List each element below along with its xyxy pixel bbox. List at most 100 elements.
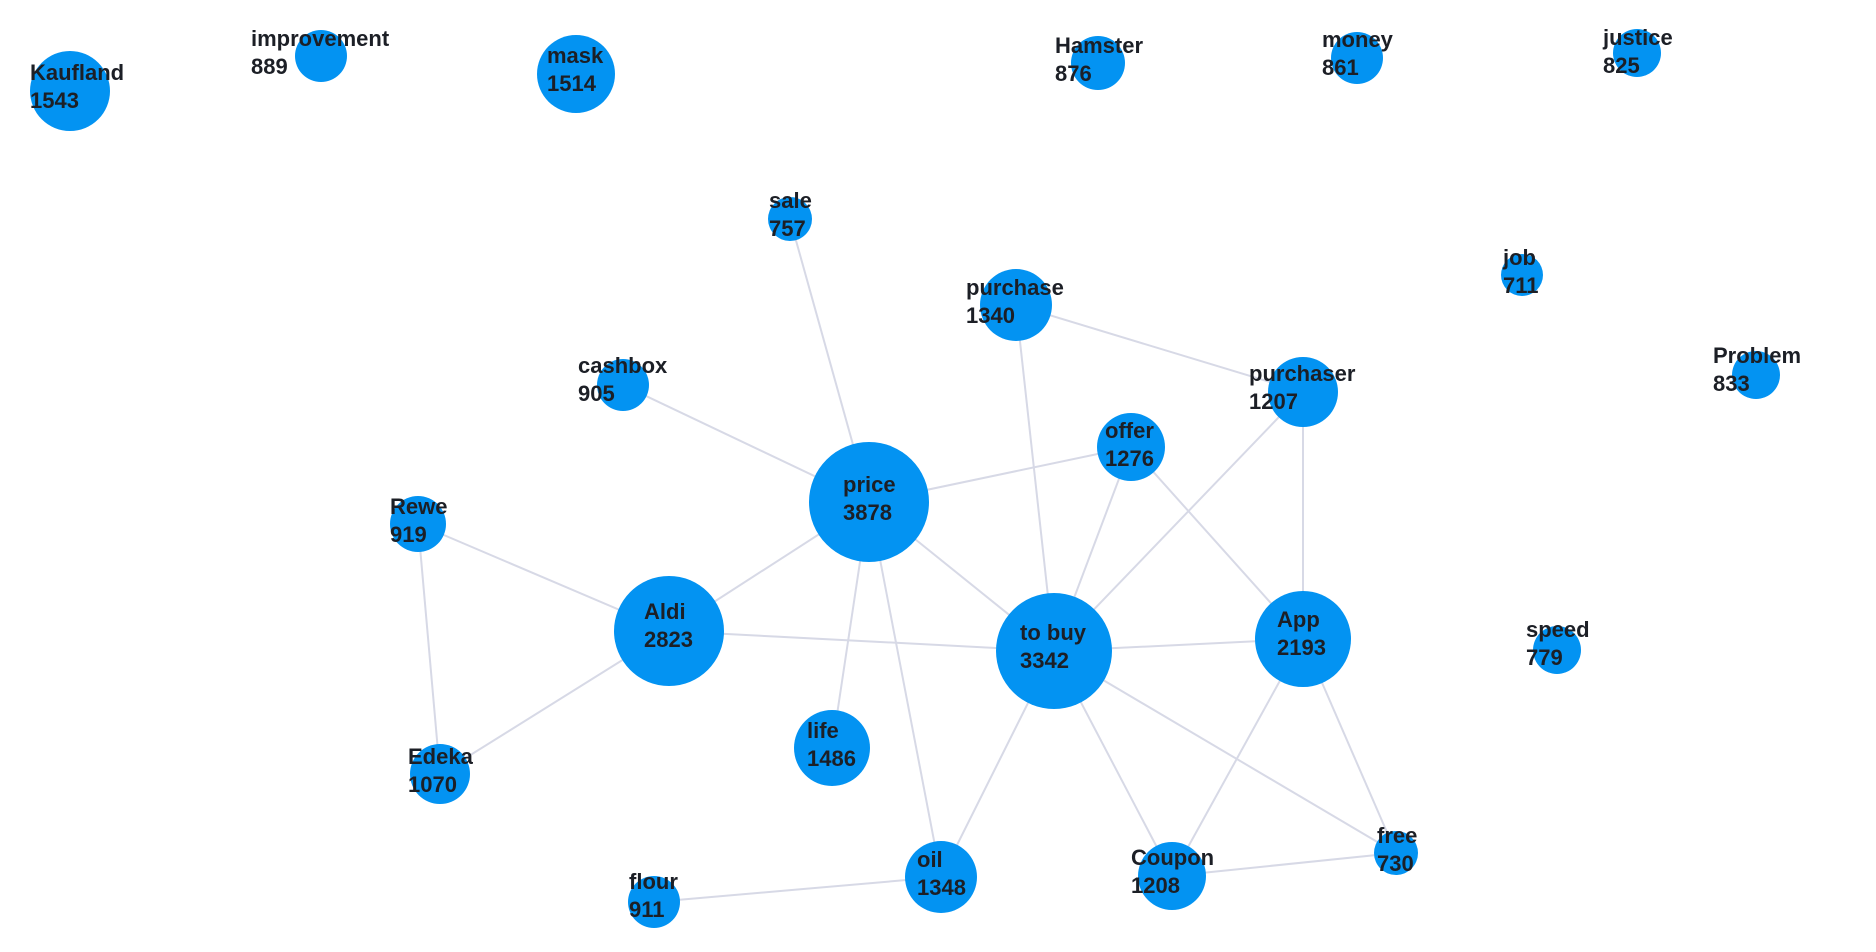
- node-label: justice: [1602, 25, 1673, 50]
- node-value: 757: [769, 216, 806, 241]
- node-value: 1486: [807, 746, 856, 771]
- node-label: cashbox: [578, 353, 668, 378]
- node-value: 1348: [917, 875, 966, 900]
- node-money[interactable]: money 861: [1322, 27, 1394, 84]
- node-value: 876: [1055, 61, 1092, 86]
- node-value: 1208: [1131, 873, 1180, 898]
- node-label: price: [843, 472, 896, 497]
- node-circle[interactable]: [1071, 36, 1125, 90]
- node-value: 730: [1377, 851, 1414, 876]
- node-label: speed: [1526, 617, 1590, 642]
- node-circle[interactable]: [1268, 357, 1338, 427]
- node-cashbox[interactable]: cashbox 905: [578, 353, 668, 411]
- edge-price-oil: [868, 501, 942, 878]
- node-justice[interactable]: justice 825: [1602, 25, 1673, 78]
- node-circle[interactable]: [597, 359, 649, 411]
- node-circle[interactable]: [768, 197, 812, 241]
- node-speed[interactable]: speed 779: [1526, 617, 1590, 674]
- edge-purchase-purchaser: [1015, 304, 1304, 393]
- node-circle[interactable]: [295, 30, 347, 82]
- node-value: 861: [1322, 55, 1359, 80]
- node-problem[interactable]: Problem 833: [1713, 343, 1801, 399]
- node-circle[interactable]: [628, 876, 680, 928]
- node-circle[interactable]: [614, 576, 724, 686]
- node-value: 711: [1503, 273, 1539, 298]
- node-value: 919: [390, 522, 427, 547]
- node-circle[interactable]: [390, 496, 446, 552]
- node-circle[interactable]: [1501, 254, 1543, 296]
- node-label: improvement: [251, 26, 390, 51]
- node-circle[interactable]: [794, 710, 870, 786]
- edges-layer: [417, 218, 1397, 903]
- edge-tobuy-free: [1053, 650, 1397, 854]
- node-circle[interactable]: [1533, 626, 1581, 674]
- node-label: offer: [1105, 418, 1154, 443]
- node-value: 825: [1603, 53, 1640, 78]
- node-offer[interactable]: offer 1276: [1097, 413, 1165, 481]
- node-label: purchaser: [1249, 361, 1356, 386]
- node-value: 1514: [547, 71, 597, 96]
- node-circle[interactable]: [996, 593, 1112, 709]
- node-circle[interactable]: [1097, 413, 1165, 481]
- node-label: Problem: [1713, 343, 1801, 368]
- node-hamster[interactable]: Hamster 876: [1055, 33, 1143, 90]
- node-purchaser[interactable]: purchaser 1207: [1249, 357, 1356, 427]
- node-label: Coupon: [1131, 845, 1214, 870]
- node-label: Edeka: [408, 744, 474, 769]
- edge-oil-flour: [653, 876, 942, 903]
- node-label: purchase: [966, 275, 1064, 300]
- node-label: sale: [769, 188, 812, 213]
- edge-purchase-tobuy: [1015, 304, 1055, 652]
- node-circle[interactable]: [30, 51, 110, 131]
- edge-coupon-free: [1171, 852, 1397, 877]
- node-value: 779: [1526, 645, 1563, 670]
- edge-rewe-edeka: [417, 523, 441, 775]
- node-coupon[interactable]: Coupon 1208: [1131, 842, 1214, 910]
- node-label: to buy: [1020, 620, 1087, 645]
- node-circle[interactable]: [1255, 591, 1351, 687]
- node-label: money: [1322, 27, 1394, 52]
- node-sale[interactable]: sale 757: [768, 188, 812, 241]
- node-circle[interactable]: [980, 269, 1052, 341]
- node-circle[interactable]: [1331, 32, 1383, 84]
- node-flour[interactable]: flour 911: [628, 869, 680, 928]
- node-label: Hamster: [1055, 33, 1143, 58]
- node-life[interactable]: life 1486: [794, 710, 870, 786]
- node-mask[interactable]: mask 1514: [537, 35, 615, 113]
- edge-aldi-tobuy: [668, 630, 1055, 652]
- node-circle[interactable]: [1374, 831, 1418, 875]
- node-label: flour: [629, 869, 678, 894]
- node-value: 905: [578, 381, 615, 406]
- node-value: 911: [629, 897, 665, 922]
- node-value: 833: [1713, 371, 1750, 396]
- node-value: 1207: [1249, 389, 1298, 414]
- node-value: 889: [251, 54, 288, 79]
- node-label: life: [807, 718, 839, 743]
- node-circle[interactable]: [1613, 29, 1661, 77]
- node-circle[interactable]: [809, 442, 929, 562]
- node-purchase[interactable]: purchase 1340: [966, 269, 1064, 341]
- node-circle[interactable]: [1138, 842, 1206, 910]
- node-circle[interactable]: [410, 744, 470, 804]
- node-value: 1340: [966, 303, 1015, 328]
- node-circle[interactable]: [905, 841, 977, 913]
- node-circle[interactable]: [1732, 351, 1780, 399]
- node-value: 1276: [1105, 446, 1154, 471]
- node-circle[interactable]: [537, 35, 615, 113]
- node-label: Aldi: [644, 599, 686, 624]
- node-label: App: [1277, 607, 1320, 632]
- node-label: mask: [547, 43, 604, 68]
- node-improvement[interactable]: improvement 889: [251, 26, 390, 82]
